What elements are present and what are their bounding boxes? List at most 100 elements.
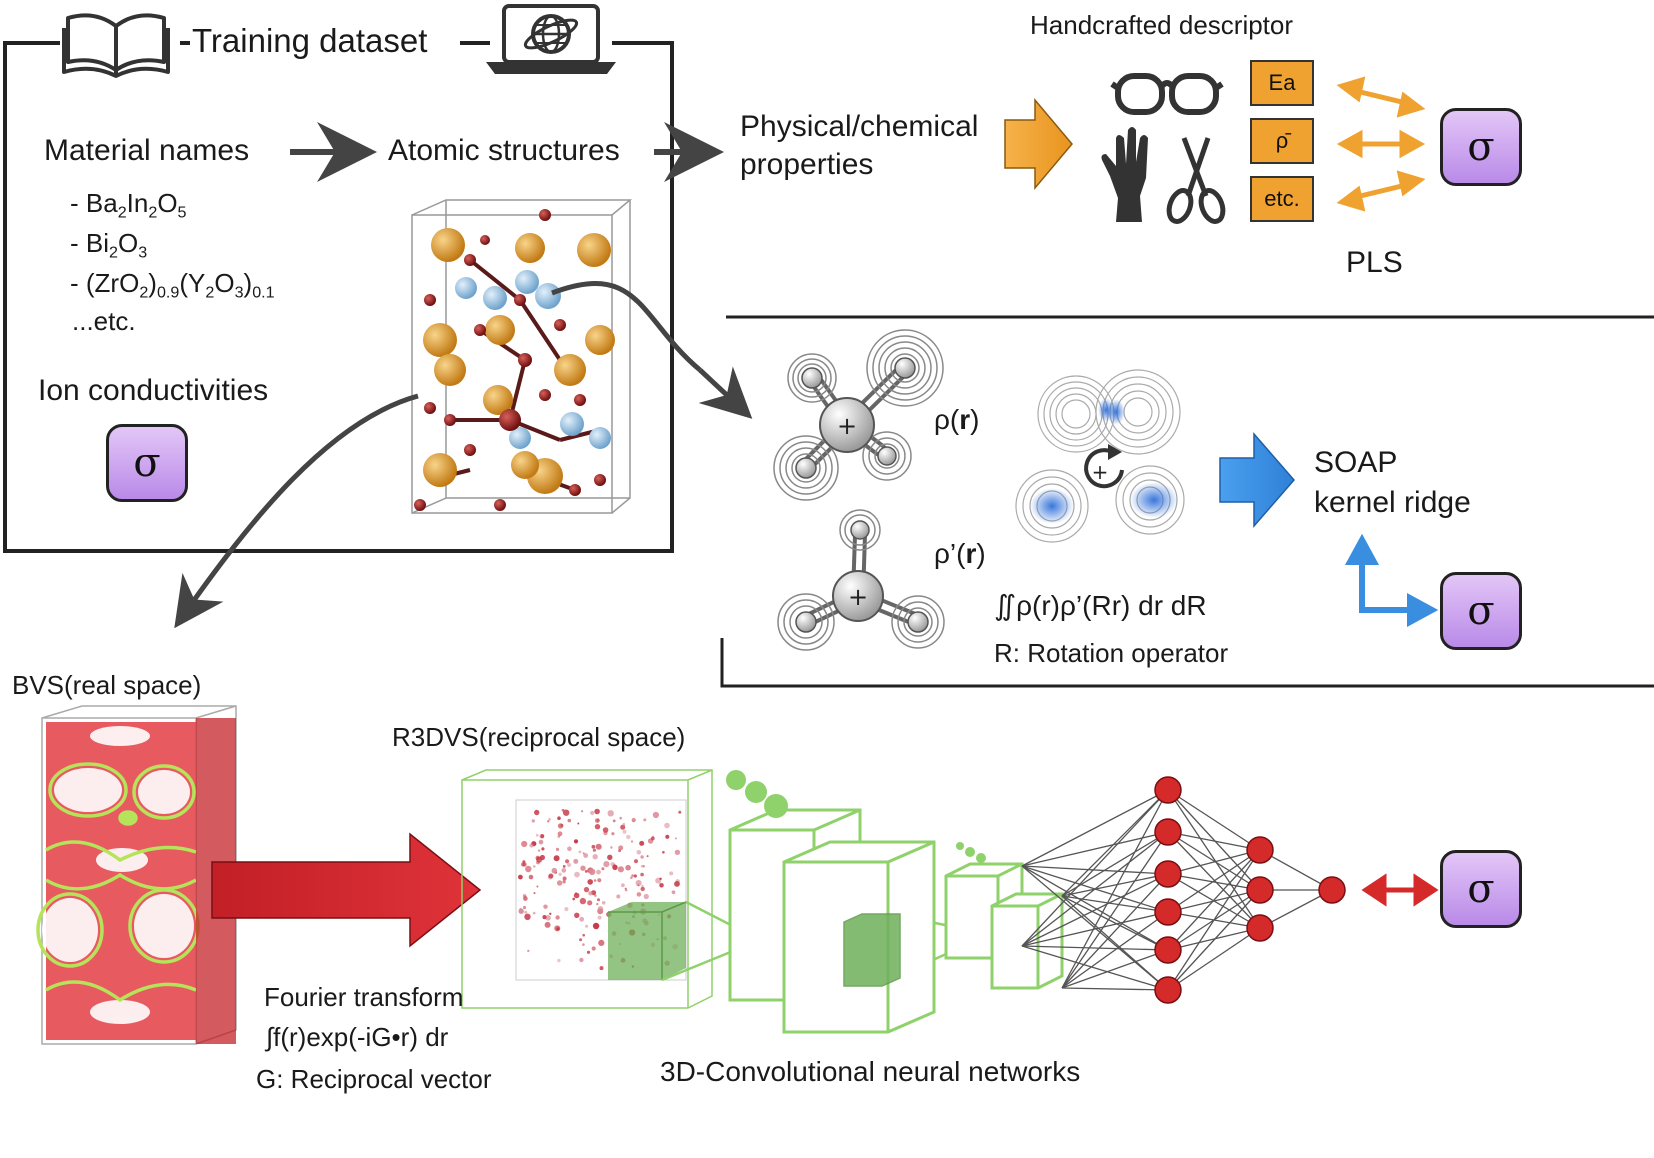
conv-layers: [728, 808, 1064, 1034]
fc-connection: [1021, 865, 1169, 875]
neuron-node: [1246, 836, 1274, 864]
fc-connection: [1167, 789, 1261, 929]
neuron-node: [1246, 914, 1274, 942]
descriptor-box-etc: etc.: [1250, 176, 1314, 222]
fc-connection: [1021, 789, 1169, 867]
fc-connection: [1061, 895, 1169, 951]
reciprocal-vector-note: G: Reciprocal vector: [256, 1064, 492, 1094]
sigma-box-soap: σ: [1440, 572, 1522, 650]
fc-connection: [1167, 849, 1261, 951]
soap-sigma-arrow: [1344, 533, 1439, 628]
fc-connection: [1167, 849, 1261, 913]
neuron-node: [1154, 860, 1182, 888]
fc-connection: [1061, 873, 1169, 989]
fc-connection: [1167, 831, 1261, 929]
svg-text:+: +: [1092, 460, 1109, 484]
fc-connection: [1021, 789, 1169, 947]
properties-line-1: Physical/chemical: [740, 110, 979, 143]
arrow-bvs-to-r3dvs: [211, 832, 482, 948]
fc-connection: [1061, 987, 1169, 991]
fc-connection: [1021, 831, 1169, 867]
fc-connection: [1021, 945, 1169, 951]
sigma-box-training: σ: [106, 424, 188, 502]
neuron-node: [1154, 898, 1182, 926]
soap-molecule-1: +: [773, 329, 944, 501]
material-example-2: - Bi2O3: [70, 228, 148, 262]
svg-text:+: +: [837, 412, 857, 440]
svg-text:+: +: [848, 583, 868, 611]
cnn-label: 3D-Convolutional neural networks: [660, 1056, 1081, 1087]
bvs-structure: [36, 705, 237, 1045]
neuron-node: [1154, 818, 1182, 846]
green-dots: [726, 770, 986, 863]
soap-method-line-1: SOAP: [1314, 446, 1398, 479]
neuron-node: [1318, 876, 1346, 904]
neuron-node: [1154, 776, 1182, 804]
arrow-structure-to-bvs: [174, 393, 419, 629]
fc-connection: [1167, 849, 1261, 991]
fc-connection: [1167, 849, 1261, 875]
fc-connection: [1061, 911, 1169, 989]
fc-connection: [1167, 927, 1261, 991]
properties-line-2: properties: [740, 148, 874, 181]
material-example-3: - (ZrO2)0.9(Y2O3)0.1: [70, 268, 275, 302]
neuron-node: [1154, 976, 1182, 1004]
fc-connection: [1167, 927, 1261, 951]
fc-connection: [1021, 911, 1169, 947]
bvs-label: BVS(real space): [12, 670, 202, 700]
fc-connection: [1021, 873, 1169, 947]
fc-connection: [1021, 945, 1169, 991]
glove-icon: [1101, 127, 1148, 222]
training-frame: [3, 41, 674, 553]
fc-connection: [1021, 865, 1169, 991]
glasses-icon: [1110, 73, 1224, 115]
soap-method-line-2: kernel ridge: [1314, 486, 1471, 519]
descriptor-box-ea: Ea: [1250, 60, 1314, 106]
fc-connection: [1061, 789, 1169, 989]
material-example-1: - Ba2In2O5: [70, 188, 187, 222]
fc-connection: [1167, 831, 1261, 891]
atomic-structure-crystal: [411, 199, 633, 514]
rotation-operator-note: R: Rotation operator: [994, 638, 1229, 668]
fc-connection: [1061, 873, 1169, 897]
fc-connection: [1061, 831, 1169, 989]
arrow-structure-to-soap: [551, 281, 753, 419]
sigma-box-cnn: σ: [1440, 850, 1522, 928]
network-sigma-arrow: [1361, 873, 1439, 907]
r3dvs-cube: [461, 769, 713, 1009]
descriptor-box-rho: ρ̄: [1250, 118, 1314, 164]
material-names-label: Material names: [44, 134, 250, 167]
fc-connection: [1167, 873, 1261, 891]
laptop-globe-icon: [486, 4, 616, 74]
neuron-node: [1246, 876, 1274, 904]
handcrafted-descriptor-title: Handcrafted descriptor: [1030, 10, 1294, 40]
soap-integral: ∬ρ(r)ρ’(Rr) dr dR: [994, 590, 1207, 621]
arrow-properties-to-descriptor: [1004, 97, 1073, 191]
fc-connection: [1061, 949, 1169, 989]
scissors-icon: [1166, 137, 1226, 224]
fc-connection: [1061, 895, 1169, 913]
r3dvs-label: R3DVS(reciprocal space): [392, 722, 686, 752]
divider-lower: [720, 638, 1654, 688]
pls-label: PLS: [1346, 246, 1403, 279]
fc-connection: [1167, 789, 1261, 851]
material-etc-label: ...etc.: [72, 306, 136, 336]
fc-connection: [1167, 831, 1261, 851]
neuron-node: [1154, 936, 1182, 964]
ion-conductivities-label: Ion conductivities: [38, 374, 269, 407]
fourier-transform-label: Fourier transform: [264, 982, 464, 1012]
training-dataset-title: Training dataset: [192, 22, 428, 59]
fc-connection: [1061, 789, 1169, 897]
fully-connected-network: [1021, 776, 1346, 1004]
soap-molecule-2: +: [777, 509, 945, 651]
soap-density-overlap: +: [1015, 369, 1185, 543]
atomic-structures-label: Atomic structures: [388, 134, 620, 167]
fc-connection: [1167, 889, 1261, 913]
fc-connection: [1061, 831, 1169, 897]
sigma-box-pls: σ: [1440, 108, 1522, 186]
fc-connection: [1061, 895, 1169, 991]
descriptor-sigma-arrows: [1336, 76, 1426, 212]
fc-connection: [1021, 865, 1169, 951]
fc-connection: [1167, 889, 1261, 991]
